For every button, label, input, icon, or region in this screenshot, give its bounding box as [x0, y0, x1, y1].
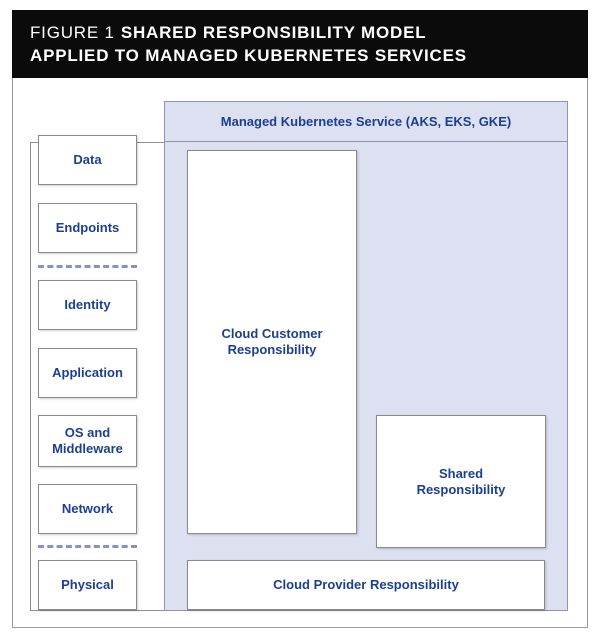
figure-title-line-1: FIGURE 1 SHARED RESPONSIBILITY MODEL [30, 21, 588, 44]
figure-title-bar: FIGURE 1 SHARED RESPONSIBILITY MODEL APPL… [12, 10, 588, 78]
layer-separator-lower [38, 545, 137, 548]
layer-os-middleware: OS and Middleware [38, 415, 137, 467]
figure-label: FIGURE 1 [30, 23, 115, 42]
layer-application: Application [38, 348, 137, 398]
figure-frame [12, 78, 588, 628]
layer-network: Network [38, 484, 137, 534]
service-header-divider [164, 141, 568, 142]
figure-title: SHARED RESPONSIBILITY MODEL [120, 23, 427, 42]
shared-responsibility-box: Shared Responsibility [376, 415, 546, 548]
layer-physical: Physical [38, 560, 137, 610]
cloud-provider-responsibility-box: Cloud Provider Responsibility [187, 560, 545, 610]
figure-title-line-2: APPLIED TO MANAGED KUBERNETES SERVICES [30, 46, 467, 65]
layer-identity: Identity [38, 280, 137, 330]
layer-data: Data [38, 135, 137, 185]
managed-kubernetes-service-label: Managed Kubernetes Service (AKS, EKS, GK… [220, 113, 512, 129]
layer-separator-upper [38, 265, 137, 268]
layer-endpoints: Endpoints [38, 203, 137, 253]
cloud-customer-responsibility-box: Cloud Customer Responsibility [187, 150, 357, 534]
